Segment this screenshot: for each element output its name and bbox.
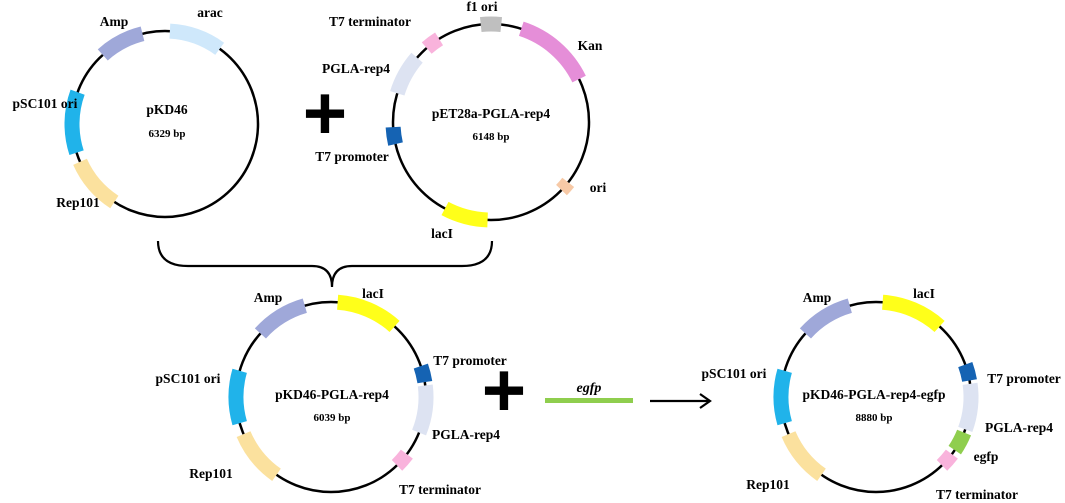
curly-brace-icon xyxy=(156,240,494,288)
feature-kan-segment xyxy=(518,21,586,83)
feature-pgla-rep4-segment xyxy=(412,384,434,436)
feature-label-rep101: Rep101 xyxy=(189,466,233,481)
feature-label-arac: arac xyxy=(197,5,222,20)
feature-label-amp: Amp xyxy=(100,14,129,29)
feature-amp-segment xyxy=(254,298,307,339)
plasmid-size: 6329 bp xyxy=(149,128,186,140)
feature-amp-segment xyxy=(799,298,852,339)
feature-label-ori: ori xyxy=(590,180,607,195)
feature-laci-segment xyxy=(882,294,945,332)
feature-label-rep101: Rep101 xyxy=(56,195,100,210)
plasmid-size: 8880 bp xyxy=(856,412,893,424)
feature-f1-ori-segment xyxy=(479,16,503,32)
feature-laci-segment xyxy=(337,294,400,332)
feature-label-psc101-ori: pSC101 ori xyxy=(702,366,767,381)
plasmid-pkd46-pgla-rep4: pKD46-PGLA-rep4 6039 bp Amp lacI T7 prom… xyxy=(156,286,507,497)
plasmid-name: pKD46-PGLA-rep4-egfp xyxy=(803,387,946,402)
plus-sign: + xyxy=(482,348,526,433)
feature-ori-segment xyxy=(556,177,575,196)
feature-psc101-ori-segment xyxy=(228,368,247,426)
feature-label-kan: Kan xyxy=(578,38,603,53)
feature-label-amp: Amp xyxy=(254,290,283,305)
feature-t7-promoter-segment xyxy=(958,361,977,382)
feature-arac-segment xyxy=(169,23,225,55)
feature-label-t7-promoter: T7 promoter xyxy=(315,149,389,164)
plasmid-name: pET28a-PGLA-rep4 xyxy=(432,106,551,121)
feature-t7-terminator-segment xyxy=(421,32,444,54)
feature-label-t7-terminator: T7 terminator xyxy=(329,14,411,29)
feature-label-t7-promoter: T7 promoter xyxy=(433,353,507,368)
insert-bar xyxy=(545,398,633,403)
feature-t7-terminator-segment xyxy=(936,449,958,471)
feature-t7-promoter-segment xyxy=(385,126,403,146)
insert-label: egfp xyxy=(577,381,602,396)
feature-egfp-segment xyxy=(948,429,972,455)
feature-label-pgla-rep4: PGLA-rep4 xyxy=(985,420,1053,435)
plasmid-size: 6148 bp xyxy=(473,131,510,143)
plasmid-name: pKD46 xyxy=(146,102,188,117)
feature-label-laci: lacI xyxy=(362,286,384,301)
plasmid-size: 6039 bp xyxy=(314,412,351,424)
feature-amp-segment xyxy=(97,26,145,61)
egfp-insert: egfp xyxy=(545,381,633,403)
feature-rep101-segment xyxy=(236,431,281,481)
feature-rep101-segment xyxy=(73,158,119,209)
feature-label-t7-terminator: T7 terminator xyxy=(399,482,481,497)
feature-label-laci: lacI xyxy=(913,286,935,301)
right-arrow-icon xyxy=(650,393,712,409)
feature-label-pgla-rep4: PGLA-rep4 xyxy=(322,61,390,76)
feature-label-laci: lacI xyxy=(431,226,453,241)
feature-t7-terminator-segment xyxy=(391,449,413,471)
plasmid-pkd46: pKD46 6329 bp Amp arac pSC101 ori Rep101 xyxy=(13,5,260,219)
feature-psc101-ori-segment xyxy=(773,368,792,426)
feature-label-t7-promoter: T7 promoter xyxy=(987,371,1061,386)
feature-label-egfp: egfp xyxy=(974,449,999,464)
plasmid-pkd46-pgla-rep4-egfp: pKD46-PGLA-rep4-egfp 8880 bp Amp lacI pS… xyxy=(702,286,1061,502)
feature-label-rep101: Rep101 xyxy=(746,477,790,492)
feature-pgla-rep4-segment xyxy=(958,382,979,433)
feature-laci-segment xyxy=(441,201,488,228)
feature-psc101-ori-segment xyxy=(64,89,85,156)
feature-label-pgla-rep4: PGLA-rep4 xyxy=(432,427,500,442)
plus-sign: + xyxy=(303,71,347,156)
feature-label-t7-terminator: T7 terminator xyxy=(936,487,1018,502)
feature-rep101-segment xyxy=(781,431,826,481)
feature-label-f1-ori: f1 ori xyxy=(466,0,497,14)
feature-label-psc101-ori: pSC101 ori xyxy=(156,371,221,386)
feature-label-amp: Amp xyxy=(803,290,832,305)
feature-label-psc101-ori: pSC101 ori xyxy=(13,96,78,111)
feature-pgla-rep4-segment xyxy=(390,52,423,96)
plasmid-pet28a-pgla-rep4: pET28a-PGLA-rep4 6148 bp T7 terminator f… xyxy=(315,0,606,241)
feature-t7-promoter-segment xyxy=(413,363,433,384)
plasmid-name: pKD46-PGLA-rep4 xyxy=(275,387,389,402)
